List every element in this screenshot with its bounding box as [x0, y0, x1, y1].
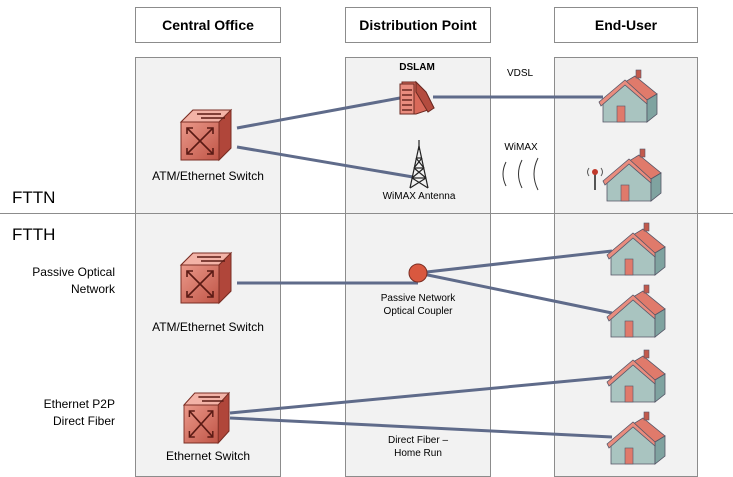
end-user-header-label: End-User [594, 17, 658, 33]
section-divider [0, 213, 733, 214]
link-switch-dslam [236, 96, 401, 130]
distribution-point-header: Distribution Point [345, 7, 491, 43]
coupler-label-line2: Optical Coupler [383, 306, 453, 317]
direct-fiber-label-line2: Home Run [394, 448, 442, 459]
distribution-point-header-label: Distribution Point [359, 17, 477, 33]
optical-coupler-icon [408, 263, 428, 283]
link-coupler-house2 [417, 271, 613, 315]
ftth-switch-label: ATM/Ethernet Switch [152, 320, 264, 334]
fttn-section-label: FTTN [12, 188, 56, 207]
dslam-icon [399, 80, 435, 115]
house-icon [606, 349, 666, 403]
house-icon [598, 69, 658, 123]
house-icon [602, 148, 662, 202]
fttn-switch-label: ATM/Ethernet Switch [152, 169, 264, 183]
wimax-antenna-icon [409, 140, 429, 189]
atm-ethernet-switch-icon [180, 109, 232, 161]
link-eth-house1 [229, 375, 613, 415]
central-office-header: Central Office [135, 7, 281, 43]
ethernet-switch-label: Ethernet Switch [165, 449, 251, 463]
wimax-antenna-label: WiMAX Antenna [382, 191, 456, 202]
house-icon [606, 411, 666, 465]
p2p-label-line2: Direct Fiber [52, 414, 115, 428]
dslam-label: DSLAM [399, 62, 435, 73]
pon-label-line1: Passive Optical [32, 265, 115, 279]
central-office-header-label: Central Office [162, 17, 254, 33]
wimax-label: WiMAX [504, 142, 538, 153]
house-icon [606, 222, 666, 276]
atm-ethernet-switch-icon [180, 252, 232, 304]
coupler-label-line1: Passive Network [380, 293, 456, 304]
link-switch-antenna [236, 145, 414, 179]
link-eth-house2 [229, 416, 613, 439]
wireless-waves-icon [502, 157, 539, 191]
pon-label-line2: Network [70, 282, 115, 296]
ftth-section-label: FTTH [12, 225, 56, 244]
ethernet-switch-icon [183, 392, 230, 444]
house-icon [606, 284, 666, 338]
end-user-header: End-User [554, 7, 698, 43]
link-coupler-house1 [417, 249, 613, 275]
vdsl-label: VDSL [506, 68, 534, 79]
p2p-label-line1: Ethernet P2P [43, 397, 115, 411]
direct-fiber-label-line1: Direct Fiber – [387, 435, 449, 446]
wimax-receiver-icon [587, 167, 603, 190]
